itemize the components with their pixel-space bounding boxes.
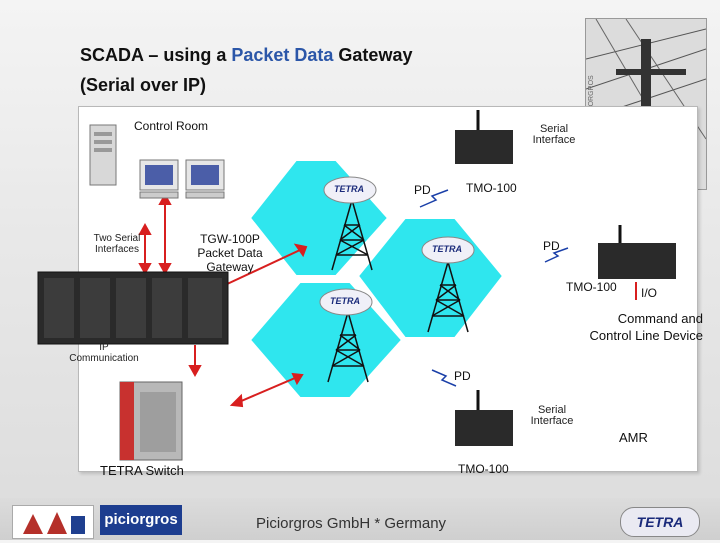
- io-label: I/O: [641, 286, 658, 300]
- link-gateway-to-cell: [224, 249, 301, 286]
- link-switch-to-cell: [231, 374, 303, 406]
- ip-communication-label: IP Communication: [69, 342, 139, 364]
- radio-link-bottom: [431, 369, 457, 387]
- tmo-modem-bottom: [455, 390, 513, 446]
- serial-interface-top-label: Serial Interface: [532, 123, 576, 146]
- command-control-label: Command and Control Line Device: [589, 311, 703, 343]
- tmo-top-label: TMO-100: [466, 181, 517, 195]
- tgw-gateway-rack: [37, 271, 229, 345]
- tetra-badge-top: [323, 176, 377, 204]
- workstation-1: [139, 159, 179, 199]
- workstation-2: [185, 159, 225, 199]
- tmo-modem-top: [455, 110, 513, 164]
- amr-label: AMR: [619, 430, 648, 445]
- control-room-label: Control Room: [134, 119, 209, 133]
- footer-text: Piciorgros GmbH * Germany: [256, 515, 447, 532]
- tmo-modem-right: [598, 225, 676, 279]
- two-serial-interfaces-label: Two Serial Interfaces: [93, 233, 141, 255]
- control-room-server: [89, 124, 117, 186]
- tower-top: [331, 199, 373, 271]
- tetra-switch-cabinet: [119, 381, 183, 461]
- tmo-bottom-label: TMO-100: [458, 462, 509, 476]
- pd-bottom-label: PD: [454, 369, 471, 383]
- tmo-right-label: TMO-100: [566, 280, 617, 294]
- tetra-switch-label: TETRA Switch: [100, 463, 184, 478]
- serial-interface-bottom-label: Serial Interface: [530, 404, 574, 427]
- pd-top-label: PD: [414, 183, 431, 197]
- tetra-badge-bottom: [319, 288, 373, 316]
- coat-of-arms-logo: [12, 505, 94, 539]
- radio-link-top: [419, 189, 449, 208]
- tetra-badge-bottom-text: TETRA: [330, 296, 360, 306]
- tetra-badge-right: [421, 236, 475, 264]
- tgw-gateway-label: TGW-100P Packet Data Gateway: [197, 232, 263, 274]
- pd-right-label: PD: [543, 239, 560, 253]
- radio-link-right: [544, 247, 569, 263]
- tower-bottom: [327, 311, 369, 383]
- tetra-badge-right-text: TETRA: [432, 244, 462, 254]
- piciorgros-logo: piciorgros: [100, 505, 182, 535]
- page-title: SCADA – using a Packet Data Gateway (Ser…: [80, 45, 413, 95]
- tetra-logo: TETRA: [620, 507, 700, 537]
- tower-right: [427, 261, 469, 333]
- tetra-badge-top-text: TETRA: [334, 184, 364, 194]
